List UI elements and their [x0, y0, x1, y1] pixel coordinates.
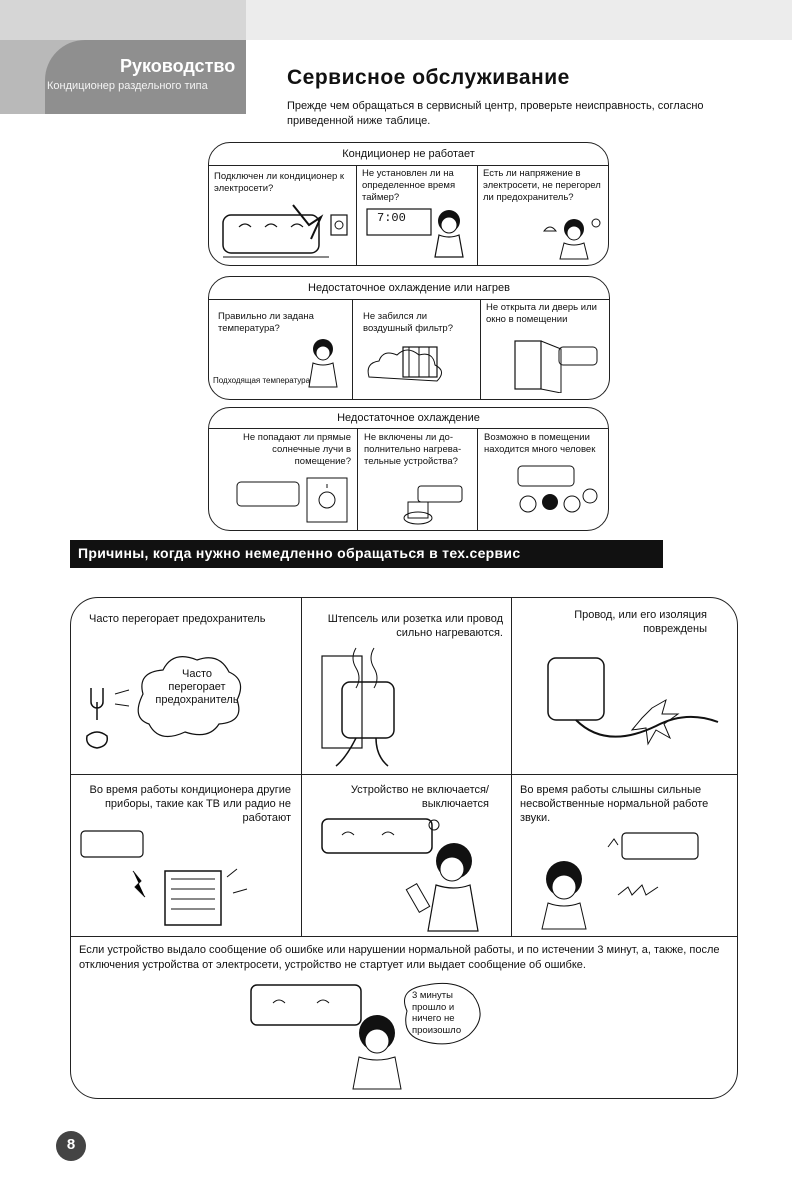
cell-text: Есть ли напряжение в электросети, не пер… [483, 168, 601, 203]
urgent-cell: Во время работы кондиционера другие приб… [71, 775, 302, 937]
cell-text: Устройство не включается/выключается [350, 784, 489, 810]
page-number: 8 [66, 1136, 76, 1153]
table-cell: Возможно в помещении находится много чел… [478, 428, 608, 530]
waiting-girl-illustration [250, 982, 481, 1090]
table-title: Недостаточное охлаждение [209, 408, 608, 429]
crowd-illustration [517, 465, 598, 513]
table-cell: Не попадают ли прямые солнечные лучи в п… [209, 428, 358, 530]
timer-girl-illustration [366, 208, 464, 258]
page-title: Сервисное обслуживание [287, 66, 570, 89]
table-cell: Есть ли напряжение в электросети, не пер… [478, 165, 608, 265]
banner-text: Причины, когда нужно немедленно обращать… [78, 545, 521, 561]
cell-text: Часто перегорает предохранитель [89, 613, 266, 625]
cell-text: Подключен ли кондиционер к электросети? [214, 171, 345, 194]
cell-text: Если устройство выдало сообщение об ошиб… [79, 944, 720, 971]
troubleshoot-table-not-working: Кондиционер не работает Подключен ли кон… [208, 142, 609, 266]
tv-interference-illustration [80, 830, 248, 926]
cell-text: Во время работы кондиционера другие приб… [89, 784, 291, 824]
cell-text: Штепсель или розетка или провод сильно н… [327, 613, 503, 639]
troubleshoot-table-insufficient-cooling: Недостаточное охлаждение Не попадают ли … [208, 407, 609, 531]
cell-text: Провод, или его изоляция повреждены [574, 609, 707, 635]
table-cell: Не забился ли воздушный фильтр? [353, 299, 481, 399]
hot-socket-illustration [321, 647, 395, 767]
troubleshoot-table-insufficient-cooling-heating: Недостаточное охлаждение или нагрев Прав… [208, 276, 610, 400]
urgent-cell: Штепсель или розетка или провод сильно н… [302, 598, 512, 775]
table-cell: Не открыта ли дверь или окно в помещении [481, 299, 609, 399]
urgent-cell: Провод, или его изоляция повреждены [512, 598, 737, 775]
table-cell: Подключен ли кондиционер к электросети? [209, 165, 357, 265]
heater-illustration [403, 485, 463, 525]
top-bar-left [0, 0, 246, 40]
fuse-cloud-illustration [85, 656, 242, 749]
cell-text: Возможно в помещении находится много чел… [484, 432, 596, 455]
cell-text: Правильно ли задана температура? [218, 311, 314, 334]
cell-text: Не установлен ли на определенное время т… [362, 168, 456, 203]
brand-title: Руководство [120, 56, 236, 76]
urgent-service-banner: Причины, когда нужно немедленно обращать… [70, 540, 663, 568]
noise-illustration [541, 832, 699, 930]
open-door-illustration [514, 340, 598, 393]
temperature-note: Подходящая температура [213, 376, 311, 385]
intro-text: Прежде чем обращаться в сервисный центр,… [287, 100, 704, 127]
bubble-text: Часто перегорает предохранитель [155, 668, 239, 706]
table-title: Кондиционер не работает [209, 143, 608, 166]
fuse-girl-illustration [542, 218, 601, 260]
dirty-filter-illustration [367, 346, 442, 382]
cell-text: Не забился ли воздушный фильтр? [363, 311, 453, 334]
bubble-text: 3 минуты прошло и ничего не произошло [412, 990, 462, 1036]
brand-tab [45, 40, 246, 114]
damaged-wire-illustration [547, 657, 719, 746]
cell-text: Не открыта ли дверь или окно в помещении [486, 302, 597, 325]
cell-text: Не попадают ли прямые солнечные лучи в п… [243, 432, 351, 467]
table-cell: Не включены ли до-полнительно нагрева-те… [358, 428, 478, 530]
remote-girl-illustration [321, 818, 479, 932]
sunlight-illustration [236, 477, 348, 523]
timer-display: 7:00 [377, 211, 406, 225]
table-cell: Правильно ли задана температура? Подходя… [209, 299, 353, 399]
table-cell: Не установлен ли на определенное время т… [357, 165, 478, 265]
urgent-causes-table: Часто перегорает предохранитель Часто пе… [70, 597, 738, 1099]
cell-text: Во время работы слышны сильные несвойств… [520, 784, 709, 824]
brand-subtitle: Кондиционер раздельного типа [47, 80, 208, 92]
urgent-cell: Во время работы слышны сильные несвойств… [512, 775, 737, 937]
thermometer-girl-illustration [308, 339, 338, 388]
urgent-cell: Часто перегорает предохранитель Часто пе… [71, 598, 302, 775]
plug-illustration [222, 204, 348, 258]
table-title: Недостаточное охлаждение или нагрев [209, 277, 609, 300]
urgent-bottom-cell: Если устройство выдало сообщение об ошиб… [71, 937, 737, 1098]
urgent-cell: Устройство не включается/выключается [302, 775, 512, 937]
cell-text: Не включены ли до-полнительно нагрева-те… [364, 432, 462, 467]
page-number-badge: 8 [56, 1131, 86, 1161]
